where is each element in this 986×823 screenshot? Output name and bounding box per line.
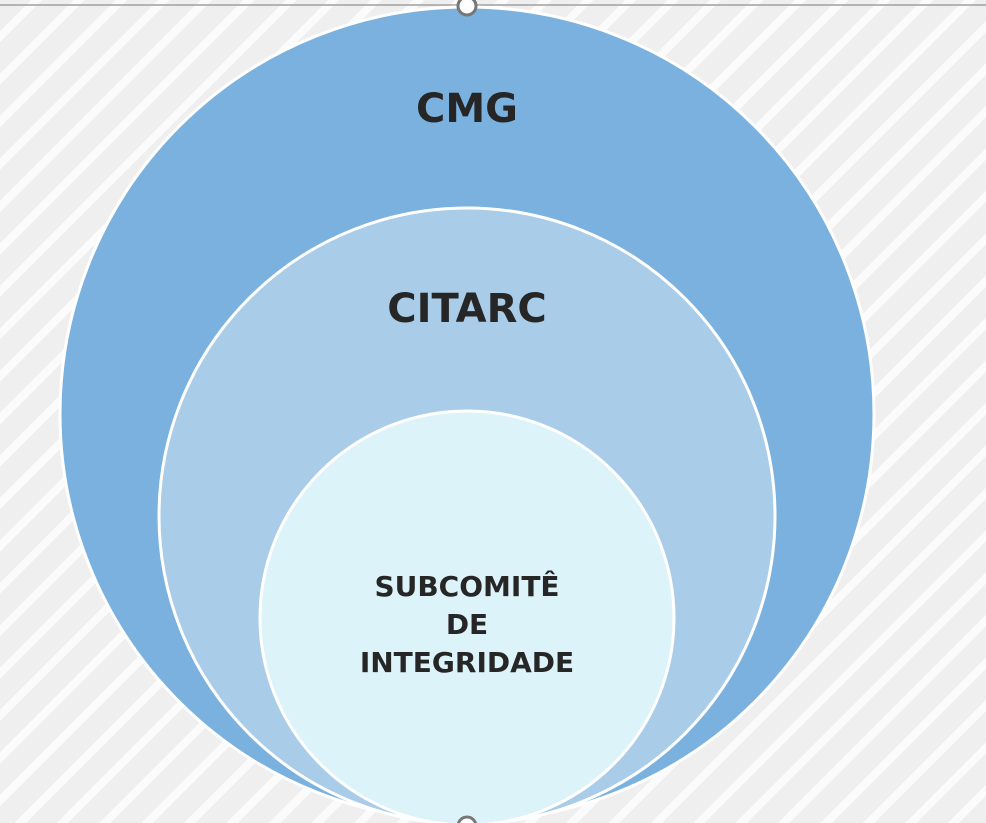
label-cmg: CMG	[416, 86, 518, 132]
label-subcomite-line1: SUBCOMITÊ	[374, 569, 559, 603]
resize-handle-bottom[interactable]	[456, 815, 478, 823]
resize-handle-top[interactable]	[456, 0, 478, 17]
label-subcomite-line3: INTEGRIDADE	[360, 646, 574, 679]
circle-subcomite[interactable]	[258, 409, 676, 823]
label-citarc: CITARC	[387, 286, 547, 332]
label-subcomite-line2: DE	[446, 608, 488, 641]
